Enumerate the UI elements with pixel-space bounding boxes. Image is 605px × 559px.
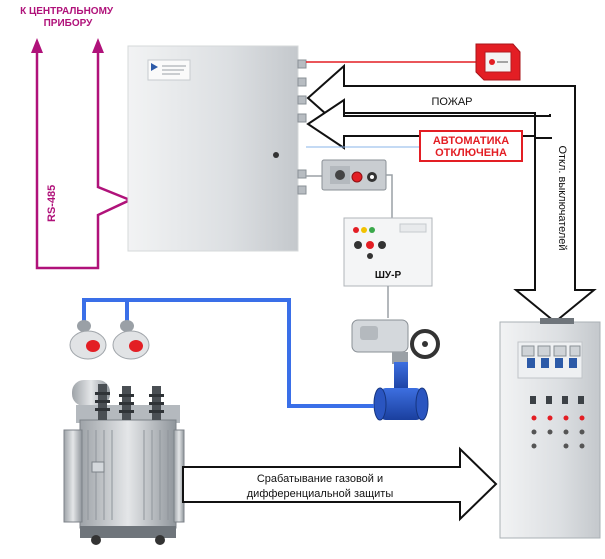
detector-left — [69, 320, 107, 360]
control-post — [321, 159, 387, 191]
automation-off-line2: ОТКЛЮЧЕНА — [435, 147, 507, 159]
central-device-line2: ПРИБОРУ — [44, 18, 94, 29]
gas-protection-arrow — [182, 446, 498, 522]
rs485-label: RS-485 — [46, 185, 58, 222]
lock-icon — [273, 152, 279, 158]
arrow-up-right-icon — [92, 38, 104, 53]
breakers-off-label: Откл. выключателей — [556, 145, 568, 250]
control-cabinet — [127, 45, 307, 252]
shu-r-label: ШУ-Р — [375, 270, 402, 281]
gas-protection-line2: дифференциальной защиты — [247, 488, 394, 500]
automation-off-panel: АВТОМАТИКА ОТКЛЮЧЕНА — [419, 130, 523, 162]
switchgear-cabinet — [499, 318, 601, 539]
electric-actuator — [351, 319, 440, 364]
central-device-label: К ЦЕНТРАЛЬНОМУ ПРИБОРУ — [20, 6, 116, 29]
fire-label: ПОЖАР — [431, 96, 472, 108]
fire-alarm-button — [475, 43, 521, 81]
gate-valve — [373, 362, 429, 421]
central-device-line1: К ЦЕНТРАЛЬНОМУ — [20, 6, 114, 17]
detector-right — [112, 320, 150, 360]
rs485-line — [35, 50, 131, 270]
gas-protection-line1: Срабатывание газовой и — [257, 473, 383, 485]
shu-r-control-box: ШУ-Р — [343, 217, 433, 287]
fire-arrow — [306, 63, 597, 324]
automation-off-line1: АВТОМАТИКА — [433, 135, 509, 147]
arrow-up-left-icon — [31, 38, 43, 53]
detector-cable — [82, 298, 374, 408]
power-transformer — [63, 380, 185, 545]
